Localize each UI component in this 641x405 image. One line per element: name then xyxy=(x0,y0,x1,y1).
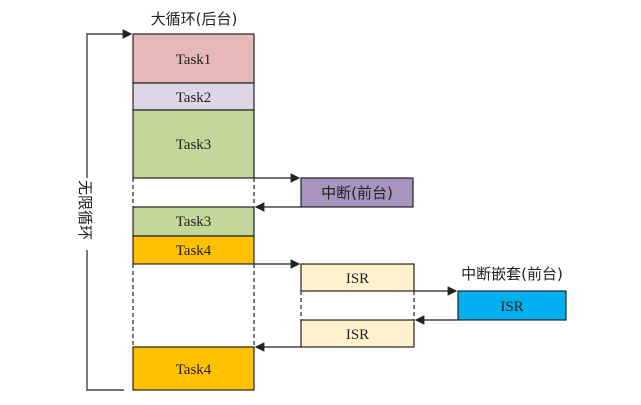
interrupt-gap xyxy=(132,178,255,207)
isr-label: ISR xyxy=(346,271,369,287)
task4-resumed-block xyxy=(132,346,255,391)
task1-block xyxy=(132,33,255,84)
infinite-loop-label: 无限循环 xyxy=(76,180,94,240)
task2-block xyxy=(132,82,255,111)
nested-isr-label: ISR xyxy=(500,299,523,315)
isr-block xyxy=(300,263,415,292)
task4-label: Task4 xyxy=(176,243,212,259)
task1-label: Task1 xyxy=(176,52,212,68)
interrupt-label: 中断(前台) xyxy=(321,184,393,202)
loop-bracket-top-arrow xyxy=(86,29,133,178)
background-loop-label: 大循环(后台) xyxy=(151,10,238,28)
isr-gap xyxy=(132,264,255,347)
nested-gap xyxy=(300,291,415,320)
task3-resumed-block xyxy=(132,206,255,237)
task4-block xyxy=(132,235,255,265)
isr-resumed-label: ISR xyxy=(346,327,369,343)
task3-resumed-label: Task3 xyxy=(176,214,212,230)
nested-interrupt-label: 中断嵌套(前台) xyxy=(461,265,563,283)
loop-bracket-bottom xyxy=(86,250,124,391)
interrupt-block xyxy=(300,177,414,208)
task2-label: Task2 xyxy=(176,90,212,106)
task4-resumed-label: Task4 xyxy=(176,362,212,378)
nested-isr-block xyxy=(457,290,567,321)
isr-resumed-block xyxy=(300,319,415,348)
task3-label: Task3 xyxy=(176,137,212,153)
task3-block xyxy=(132,109,255,179)
